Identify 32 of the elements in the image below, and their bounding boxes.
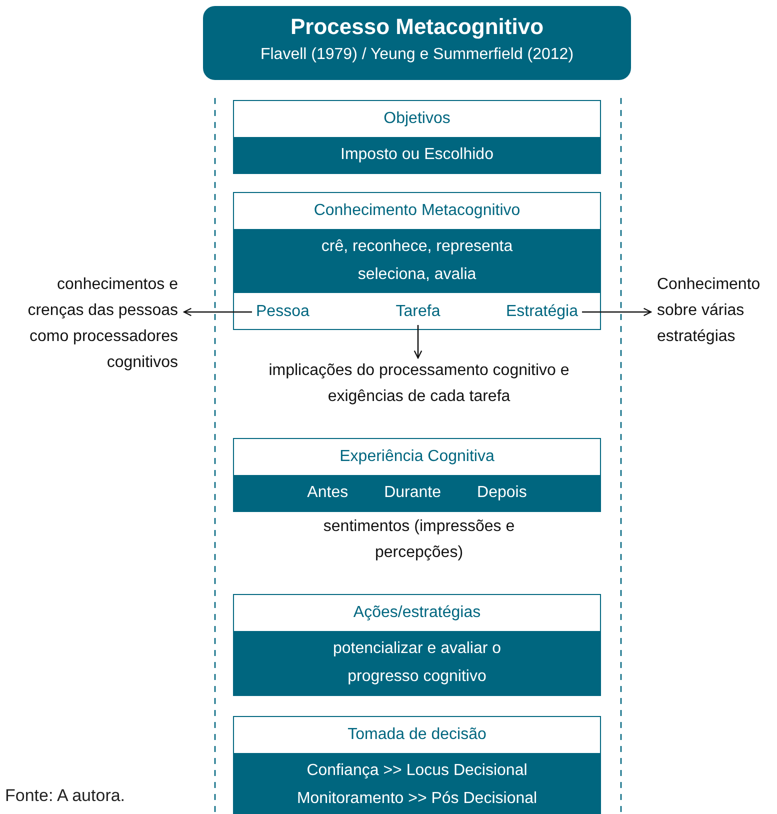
band-text: Monitoramento >> Pós Decisional — [296, 790, 538, 807]
card-heading: Ações/estratégias — [353, 604, 481, 621]
arrow — [582, 308, 652, 316]
band-text: potencializar e avaliar o progresso cognitivo — [332, 640, 502, 685]
annotation-text: conhecimentos e crenças das pessoas como processadores cognitivos — [0, 272, 178, 376]
category-text: Tarefa — [396, 295, 440, 329]
process-card — [233, 716, 601, 814]
band-text: Confiança >> Locus Decisional — [306, 762, 528, 779]
process-card — [233, 192, 601, 330]
band-text: Antes — [307, 484, 348, 501]
arrow — [414, 325, 422, 359]
process-card — [233, 438, 601, 512]
annotation-text: Conhecimento sobre várias estratégias — [657, 272, 777, 350]
category-text: Pessoa — [256, 295, 310, 329]
band-text: crê, reconhece, representa seleciona, avalia — [321, 238, 513, 283]
card-heading: Conhecimento Metacognitivo — [314, 202, 520, 219]
band-text: Depois — [477, 484, 527, 501]
source-note: Fonte: A autora. — [5, 786, 126, 806]
card-heading: Objetivos — [384, 110, 450, 127]
arrow — [183, 308, 252, 316]
band-text: Durante — [384, 484, 442, 501]
category-text: Estratégia — [506, 295, 578, 329]
annotation-text: implicações do processamento cognitivo e exigências de cada tarefa — [266, 358, 572, 410]
card-heading: Experiência Cognitiva — [340, 448, 494, 465]
card-heading: Tomada de decisão — [348, 726, 486, 743]
process-card — [233, 100, 601, 174]
band-text: Imposto ou Escolhido — [340, 146, 494, 163]
note-text: sentimentos (impressões e percepções) — [322, 517, 516, 563]
citation-text: Flavell (1979) / Yeung e Summerfield (2012) — [260, 45, 574, 65]
banner-heading: Processo Metacognitivo — [290, 13, 544, 41]
title-banner — [203, 6, 631, 80]
process-card — [233, 594, 601, 696]
